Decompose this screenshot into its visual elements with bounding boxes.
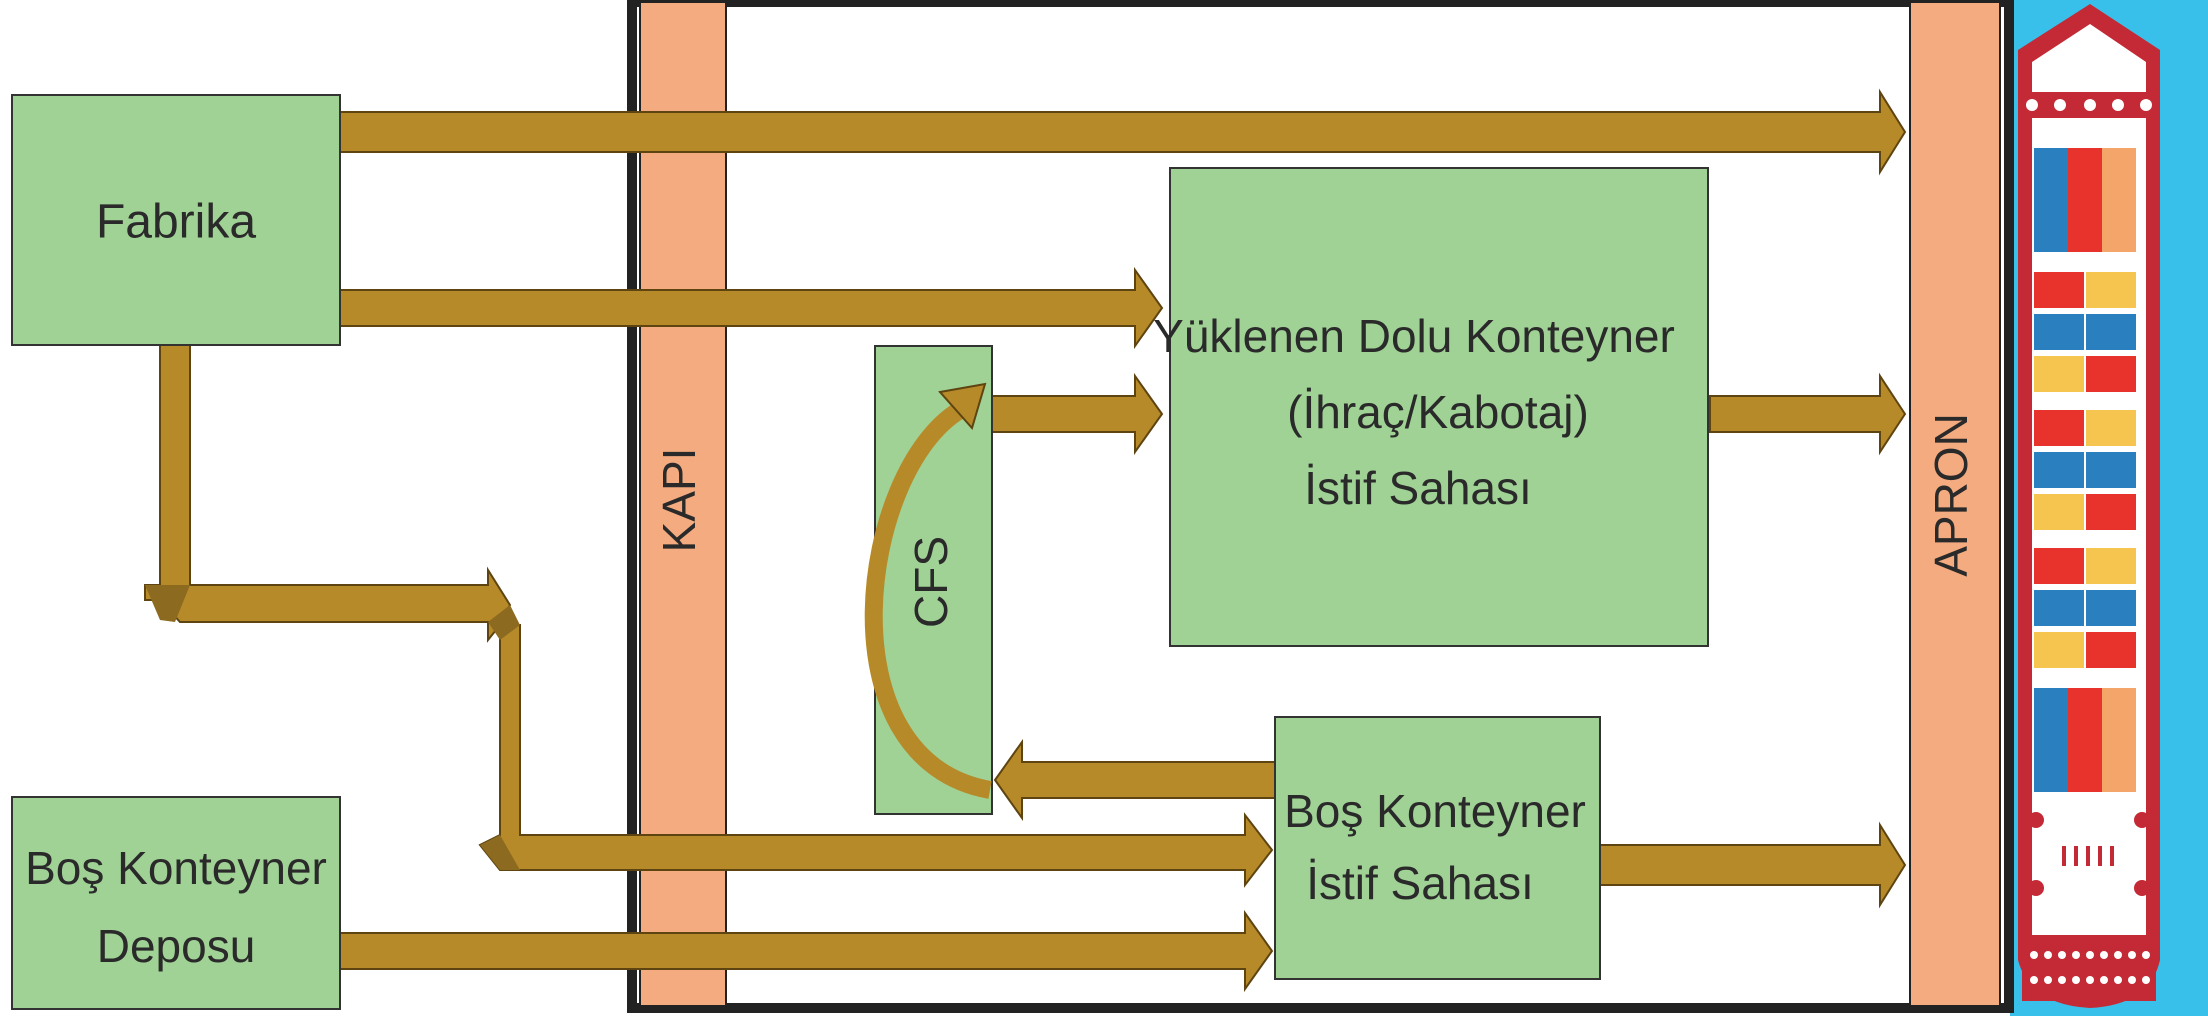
bos-depo-box xyxy=(12,797,340,1009)
bos-depo-label-2: Deposu xyxy=(97,920,256,972)
dolu-istif-label-3: İstif Sahası xyxy=(1304,462,1532,514)
bos-depo-label-1: Boş Konteyner xyxy=(25,842,327,894)
kapi-label: KAPI xyxy=(653,448,705,553)
cfs-label: CFS xyxy=(905,536,957,628)
bos-istif-label-1: Boş Konteyner xyxy=(1284,785,1586,837)
fabrika-label: Fabrika xyxy=(96,196,256,249)
bos-istif-box xyxy=(1275,717,1600,979)
dolu-istif-label-2: (İhraç/Kabotaj) xyxy=(1287,386,1589,438)
apron-label: APRON xyxy=(1925,413,1977,577)
container-ship-icon xyxy=(2018,4,2160,1008)
dolu-istif-label-1: Yüklenen Dolu Konteyner xyxy=(1153,310,1675,362)
ship-stern-band xyxy=(2022,935,2156,1001)
bos-istif-label-2: İstif Sahası xyxy=(1306,857,1534,909)
